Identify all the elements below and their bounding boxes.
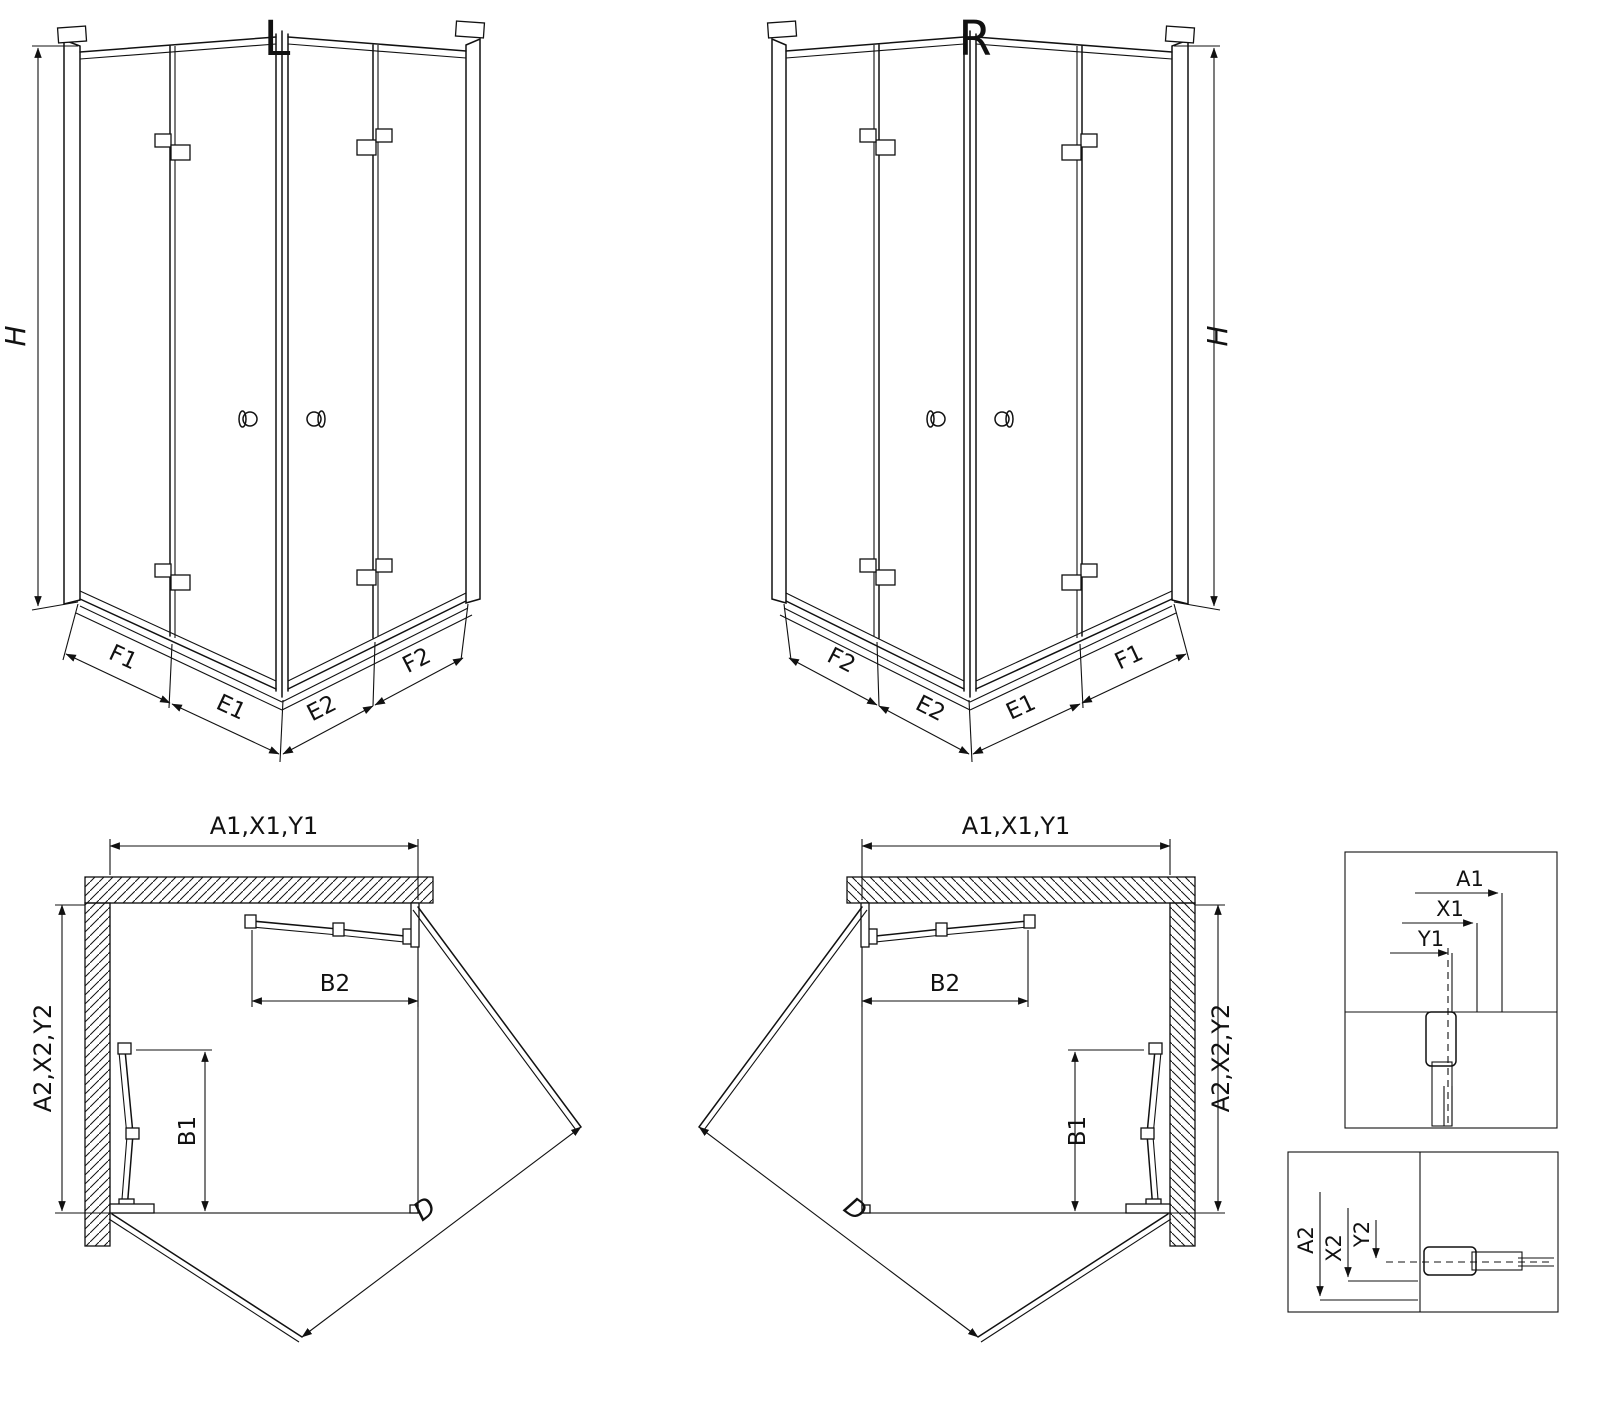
detail-a2-label: A2: [1294, 1226, 1318, 1254]
plan-view-geometry-mirrored: [699, 839, 1225, 1342]
plan-view-left-labels: A1,X1,Y1 A2,X2,Y2 B2 B1 D: [29, 812, 442, 1228]
dim-f2-label: F2: [823, 643, 860, 679]
detail-y2-label: Y2: [1350, 1221, 1374, 1248]
dim-f1-label: F1: [1111, 640, 1147, 675]
dim-e1-label: E1: [212, 690, 249, 726]
detail-box-horizontal: A1 X1 Y1: [1344, 851, 1558, 1129]
door-knob-icon: [242, 411, 258, 427]
dim-d-label: D: [408, 1192, 442, 1228]
dim-f2-label: F2: [399, 643, 436, 679]
plan-view-right-labels: A1,X1,Y1 A2,X2,Y2 B2 B1 D: [838, 812, 1235, 1228]
dim-e2-label: E2: [303, 691, 341, 727]
door-knob-icon: [306, 411, 322, 427]
detail-y1-label: Y1: [1417, 927, 1444, 951]
height-dim-label: H: [1201, 325, 1234, 346]
dim-b2-label: B2: [320, 971, 350, 997]
dim-a2x2y2-label: A2,X2,Y2: [1207, 1004, 1235, 1113]
dim-d-label: D: [838, 1192, 872, 1228]
dim-e1-label: E1: [1002, 690, 1039, 726]
detail-a1-label: A1: [1456, 867, 1484, 891]
dim-b2-label: B2: [930, 971, 960, 997]
perspective-enclosure-geometry: [31, 20, 486, 763]
dim-a1x1y1-label: A1,X1,Y1: [210, 812, 319, 840]
view-label-right: R: [958, 11, 991, 67]
view-label-left: L: [264, 11, 291, 67]
plan-view-geometry: [55, 839, 582, 1343]
height-dim-label: H: [0, 325, 32, 346]
dim-e2-label: E2: [911, 691, 949, 727]
detail-x2-label: X2: [1322, 1234, 1346, 1262]
dim-a1x1y1-label: A1,X1,Y1: [962, 812, 1071, 840]
perspective-view-left-labels: L H F1 E1 E2 F2: [0, 11, 435, 727]
dim-b1-label: B1: [175, 1116, 201, 1146]
detail-x1-label: X1: [1436, 897, 1464, 921]
dim-b1-label: B1: [1065, 1116, 1091, 1146]
dim-a2x2y2-label: A2,X2,Y2: [29, 1004, 57, 1113]
detail-box-vertical: A2 X2 Y2: [1287, 1151, 1559, 1313]
dim-f1-label: F1: [105, 640, 141, 675]
